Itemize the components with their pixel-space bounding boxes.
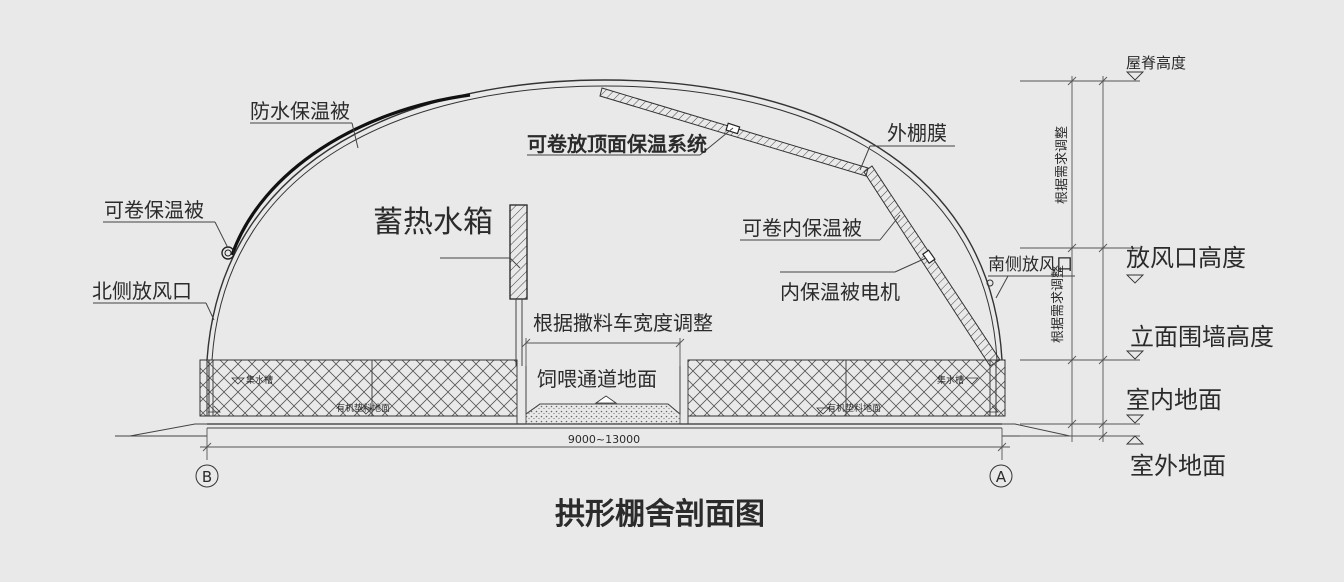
level-vent-height: 放风口高度: [1126, 244, 1246, 272]
level-wall-height: 立面围墙高度: [1130, 323, 1274, 351]
label-feeder-width: 根据撒料车宽度调整: [533, 311, 713, 335]
width-dimension: [200, 428, 1010, 460]
bed-markers: [208, 377, 999, 415]
heat-storage-tank: [509, 204, 528, 366]
label-adjust-lower: 根据需求调整: [1051, 265, 1066, 343]
elevation-dimensions: [1020, 76, 1140, 442]
label-roof-system: 可卷放顶面保温系统: [527, 132, 707, 156]
feeder-width-dimension: [521, 338, 685, 366]
left-bed: [199, 359, 518, 417]
label-south-vent: 南侧放风口: [988, 255, 1073, 275]
level-triangles: [1125, 71, 1145, 445]
inner-insulation-system: [863, 165, 1001, 367]
label-rollable-quilt: 可卷保温被: [104, 198, 204, 222]
waterproof-quilt-layer: [230, 93, 471, 256]
level-ridge-height: 屋脊高度: [1126, 54, 1186, 72]
label-feed-passage: 饲喂通道地面: [537, 367, 657, 391]
label-drain-left: 集水槽: [246, 374, 273, 386]
leader-lines: [93, 122, 1075, 321]
axis-marker-b: [195, 464, 219, 488]
inner-motor-box: [922, 249, 936, 265]
level-outdoor-ground: 室外地面: [1130, 452, 1226, 480]
axis-b-label: B: [202, 468, 212, 486]
right-bed: [687, 359, 1006, 417]
south-vent-icon: [986, 279, 994, 287]
drawing-title: 拱形棚舍剖面图: [555, 497, 765, 532]
axis-marker-a: [989, 464, 1013, 488]
label-heat-tank: 蓄热水箱: [373, 205, 493, 240]
level-indoor-floor: 室内地面: [1126, 386, 1222, 414]
axis-a-label: A: [996, 468, 1007, 486]
label-outer-film: 外棚膜: [887, 121, 947, 145]
label-waterproof-quilt: 防水保温被: [250, 99, 350, 123]
arch-frame: [206, 79, 1003, 361]
label-north-vent: 北侧放风口: [92, 279, 192, 303]
feed-passage: [516, 366, 689, 425]
label-drain-right: 集水槽: [937, 374, 964, 386]
label-width-dimension: 9000~13000: [568, 433, 640, 446]
label-bed-right: 有机垫料地面: [827, 402, 881, 414]
label-bed-left: 有机垫料地面: [336, 402, 390, 414]
label-inner-quilt: 可卷内保温被: [742, 216, 862, 240]
label-adjust-upper: 根据需求调整: [1055, 126, 1070, 204]
label-inner-motor: 内保温被电机: [780, 280, 900, 304]
